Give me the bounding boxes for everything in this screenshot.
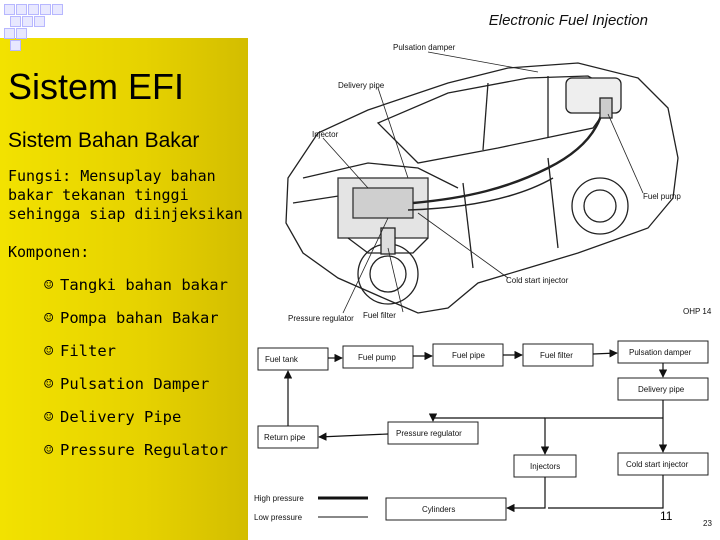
- corner-decoration: [0, 0, 70, 51]
- list-item: ☺Pulsation Damper: [44, 375, 210, 393]
- label-fuel-filter: Fuel filter: [363, 311, 396, 320]
- slide-title: Sistem EFI: [8, 66, 185, 107]
- legend-low-pressure: Low pressure: [254, 513, 303, 522]
- flow-pulsation-damper: Pulsation damper: [629, 348, 692, 357]
- car-illustration: [285, 62, 679, 314]
- flow-cylinders: Cylinders: [422, 505, 455, 514]
- page-number: 11: [660, 509, 673, 523]
- label-delivery-pipe: Delivery pipe: [338, 81, 385, 90]
- component-list: ☺Tangki bahan bakar ☺Pompa bahan Bakar ☺…: [44, 276, 228, 474]
- label-injector: Injector: [312, 130, 339, 139]
- flow-return-pipe: Return pipe: [264, 433, 306, 442]
- flow-cold-start-injector: Cold start injector: [626, 460, 689, 469]
- label-fuel-pump: Fuel pump: [643, 192, 681, 201]
- header-band: [0, 0, 720, 38]
- fuel-system-figure: Pulsation damper Delivery pipe Injector …: [248, 38, 720, 540]
- corner-number: 23: [703, 519, 712, 528]
- list-item: ☺Filter: [44, 342, 116, 360]
- flow-fuel-tank: Fuel tank: [265, 355, 299, 364]
- label-pulsation-damper: Pulsation damper: [393, 43, 456, 52]
- legend-high-pressure: High pressure: [254, 494, 304, 503]
- flow-pressure-regulator: Pressure regulator: [396, 429, 462, 438]
- smiley-bullet-icon: ☺: [44, 309, 54, 327]
- label-pressure-regulator: Pressure regulator: [288, 314, 354, 323]
- flow-delivery-pipe: Delivery pipe: [638, 385, 685, 394]
- list-item: ☺Pressure Regulator: [44, 441, 228, 459]
- slide-subtitle: Sistem Bahan Bakar: [8, 129, 200, 152]
- flow-injectors: Injectors: [530, 462, 560, 471]
- flow-fuel-filter: Fuel filter: [540, 351, 573, 360]
- label-ohp: OHP 14: [683, 307, 712, 316]
- komponen-label: Komponen:: [8, 243, 90, 261]
- smiley-bullet-icon: ☺: [44, 342, 54, 360]
- label-cold-start-injector: Cold start injector: [506, 276, 569, 285]
- smiley-bullet-icon: ☺: [44, 375, 54, 393]
- flow-fuel-pump: Fuel pump: [358, 353, 396, 362]
- header-title: Electronic Fuel Injection: [488, 12, 648, 29]
- list-item: ☺Delivery Pipe: [44, 408, 182, 426]
- flow-fuel-pipe: Fuel pipe: [452, 351, 485, 360]
- fungsi-text: Fungsi: Mensuplay bahan bakar tekanan ti…: [8, 167, 243, 223]
- smiley-bullet-icon: ☺: [44, 276, 54, 294]
- list-item: ☺Pompa bahan Bakar: [44, 309, 219, 327]
- list-item: ☺Tangki bahan bakar: [44, 276, 228, 294]
- smiley-bullet-icon: ☺: [44, 441, 54, 459]
- smiley-bullet-icon: ☺: [44, 408, 54, 426]
